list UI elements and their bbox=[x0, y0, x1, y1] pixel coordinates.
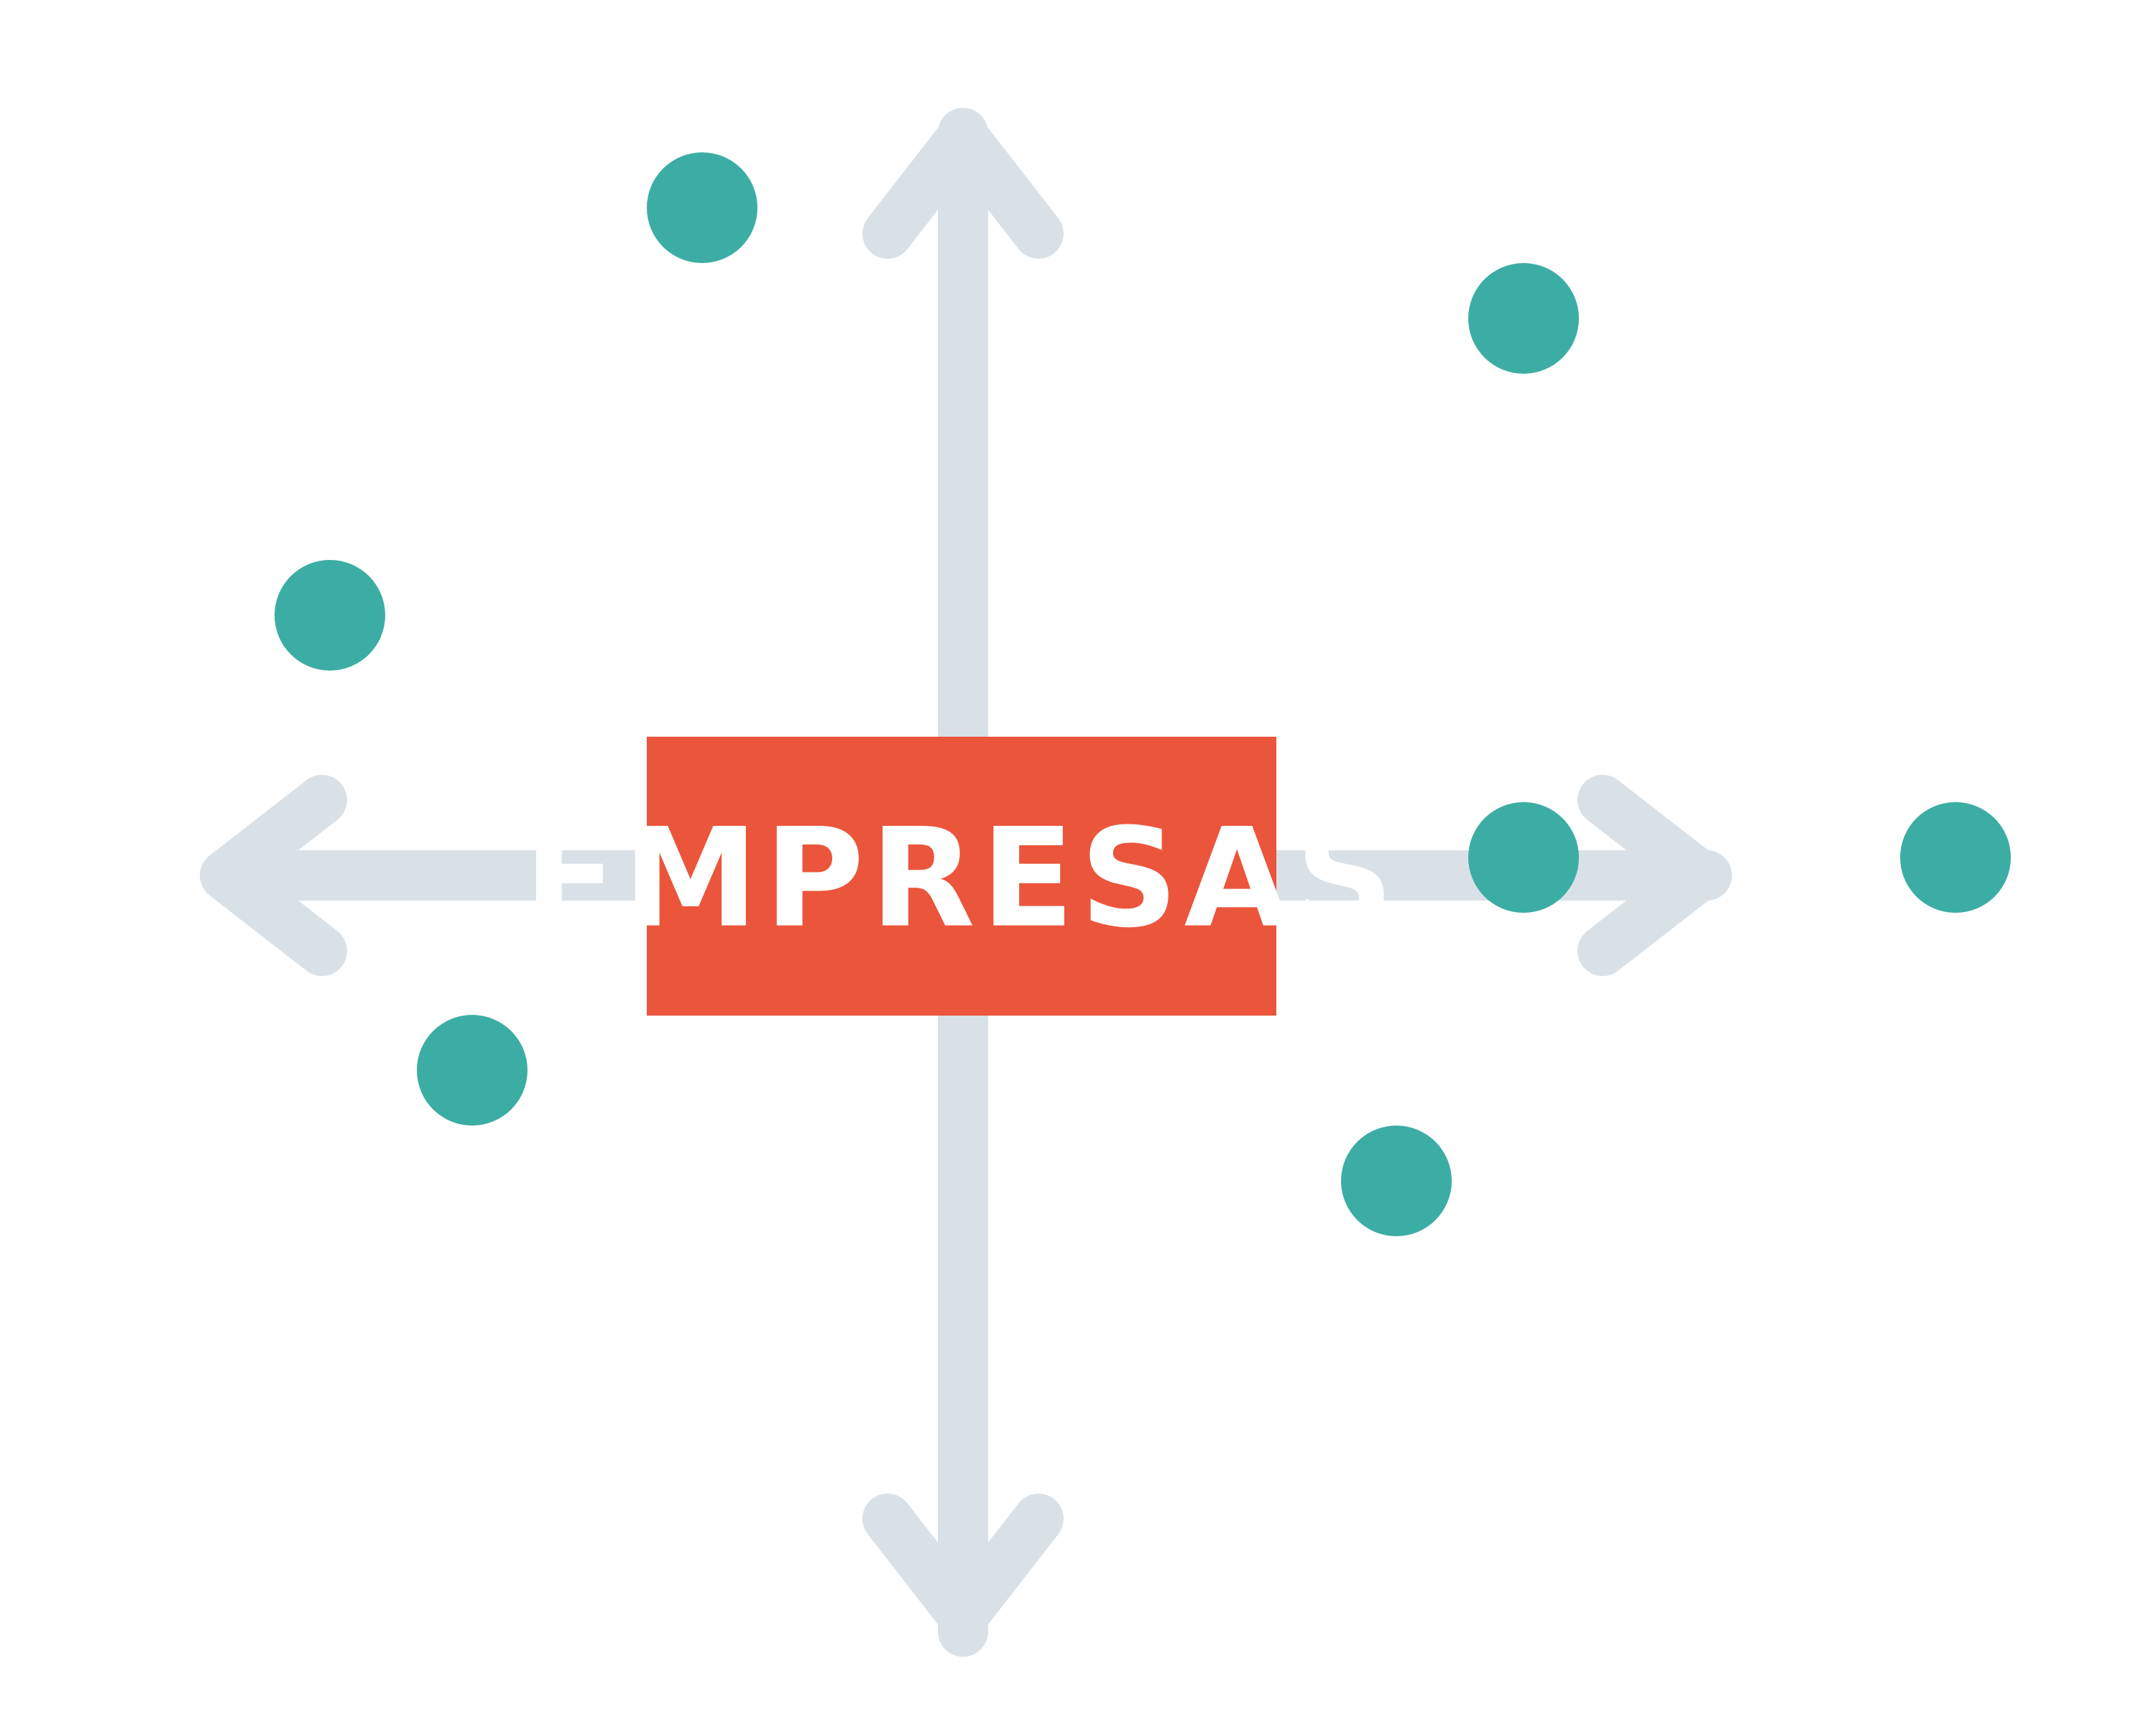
center-label: EMPRESAS bbox=[524, 799, 1400, 958]
dot-top-right bbox=[1468, 263, 1579, 374]
dot-top-center bbox=[647, 152, 757, 263]
dot-bottom-right bbox=[1341, 1126, 1452, 1236]
right-arrow-head bbox=[1577, 775, 1725, 976]
dots bbox=[275, 152, 2011, 1236]
center-node: EMPRESAS bbox=[524, 737, 1400, 1016]
dot-mid-left bbox=[275, 560, 385, 671]
dot-far-right bbox=[1900, 802, 2011, 913]
dot-right-on-arrow bbox=[1468, 802, 1579, 913]
down-arrow-head bbox=[862, 1494, 1064, 1641]
dot-bottom-left bbox=[417, 1015, 528, 1126]
center-box bbox=[647, 737, 1276, 1016]
up-arrow-head bbox=[862, 111, 1064, 259]
left-arrow-head bbox=[200, 775, 347, 976]
